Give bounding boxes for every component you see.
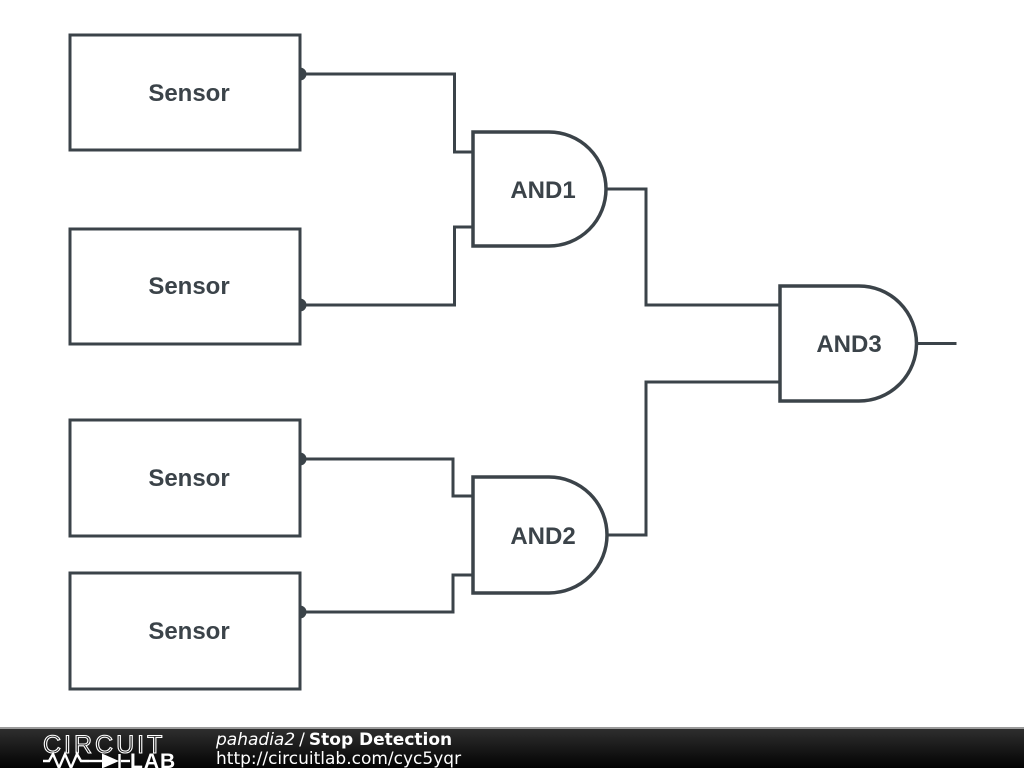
circuitlab-logo: CIRCUIT LAB (42, 732, 176, 769)
sensor-box (68, 227, 302, 346)
sensor-box (68, 33, 302, 152)
wire (298, 457, 475, 498)
wire (605, 380, 782, 537)
attribution-line: pahadia2/Stop Detection (216, 731, 461, 750)
sensor-label: Sensor (148, 465, 229, 492)
footer-bar: CIRCUIT LAB pahadia2/Stop Detection http… (0, 727, 1024, 769)
and-gate (471, 475, 609, 595)
sensor-label: Sensor (148, 80, 229, 107)
wire (604, 187, 782, 307)
sensor-box (68, 571, 302, 691)
and-gate (471, 130, 608, 248)
sensor-box (68, 418, 302, 538)
schematic-canvas: Sensor Sensor Sensor Sensor AND1 AND2 AN… (68, 33, 957, 691)
resistor-diode-icon (43, 750, 130, 769)
sensor-label: Sensor (148, 618, 229, 645)
circuit-url: http://circuitlab.com/cyc5yqr (216, 749, 462, 769)
sensor-label: Sensor (148, 273, 229, 300)
gate-label: AND1 (510, 177, 575, 204)
project-title: Stop Detection (308, 730, 453, 750)
wire (298, 72, 475, 154)
logo-word-lab: LAB (130, 750, 176, 769)
wire (298, 573, 475, 614)
footer-attribution: pahadia2/Stop Detection http://circuitla… (216, 731, 461, 769)
gate-label: AND2 (510, 523, 575, 550)
gate-label: AND3 (816, 331, 881, 358)
separator: / (299, 730, 305, 750)
diode-triangle (102, 753, 119, 769)
author-name: pahadia2 (216, 730, 296, 750)
wire (298, 225, 475, 307)
and-gate (778, 284, 919, 403)
